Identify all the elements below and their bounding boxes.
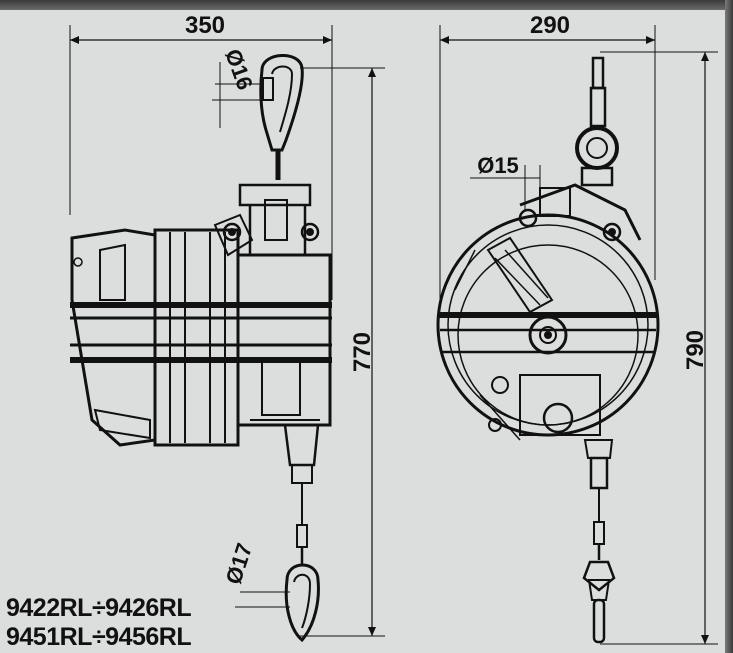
front-cable-assembly <box>582 439 616 644</box>
balancer-body <box>70 228 332 447</box>
right-height-dimension <box>600 51 718 645</box>
frame-right-bar <box>725 0 733 653</box>
cable-outlet <box>283 423 320 525</box>
right-width-label: 290 <box>530 12 570 39</box>
top-hook-diameter-label: Ø16 <box>220 46 258 94</box>
right-width-dimension <box>439 25 656 300</box>
model-range-1: 9422RL÷9426RL <box>6 594 192 622</box>
right-height-label: 790 <box>682 330 709 370</box>
side-view <box>69 25 385 643</box>
drum-housing <box>436 183 660 441</box>
top-hook <box>259 54 304 180</box>
left-height-label: 770 <box>349 332 376 372</box>
mount-diameter-dimension <box>470 165 541 210</box>
left-width-label: 350 <box>185 12 225 39</box>
suspension-eye <box>575 56 619 187</box>
mount-diameter-label: Ø15 <box>477 153 519 178</box>
left-width-dimension <box>69 25 333 300</box>
hook-diameter-leaders <box>212 62 290 608</box>
bottom-hook-diameter-label: Ø17 <box>221 540 258 587</box>
left-height-dimension <box>300 67 385 637</box>
bottom-hook <box>284 524 320 643</box>
mount-bracket <box>213 183 320 257</box>
front-view <box>436 25 718 645</box>
frame-top-bar <box>0 0 733 10</box>
model-range-2: 9451RL÷9456RL <box>6 623 192 651</box>
